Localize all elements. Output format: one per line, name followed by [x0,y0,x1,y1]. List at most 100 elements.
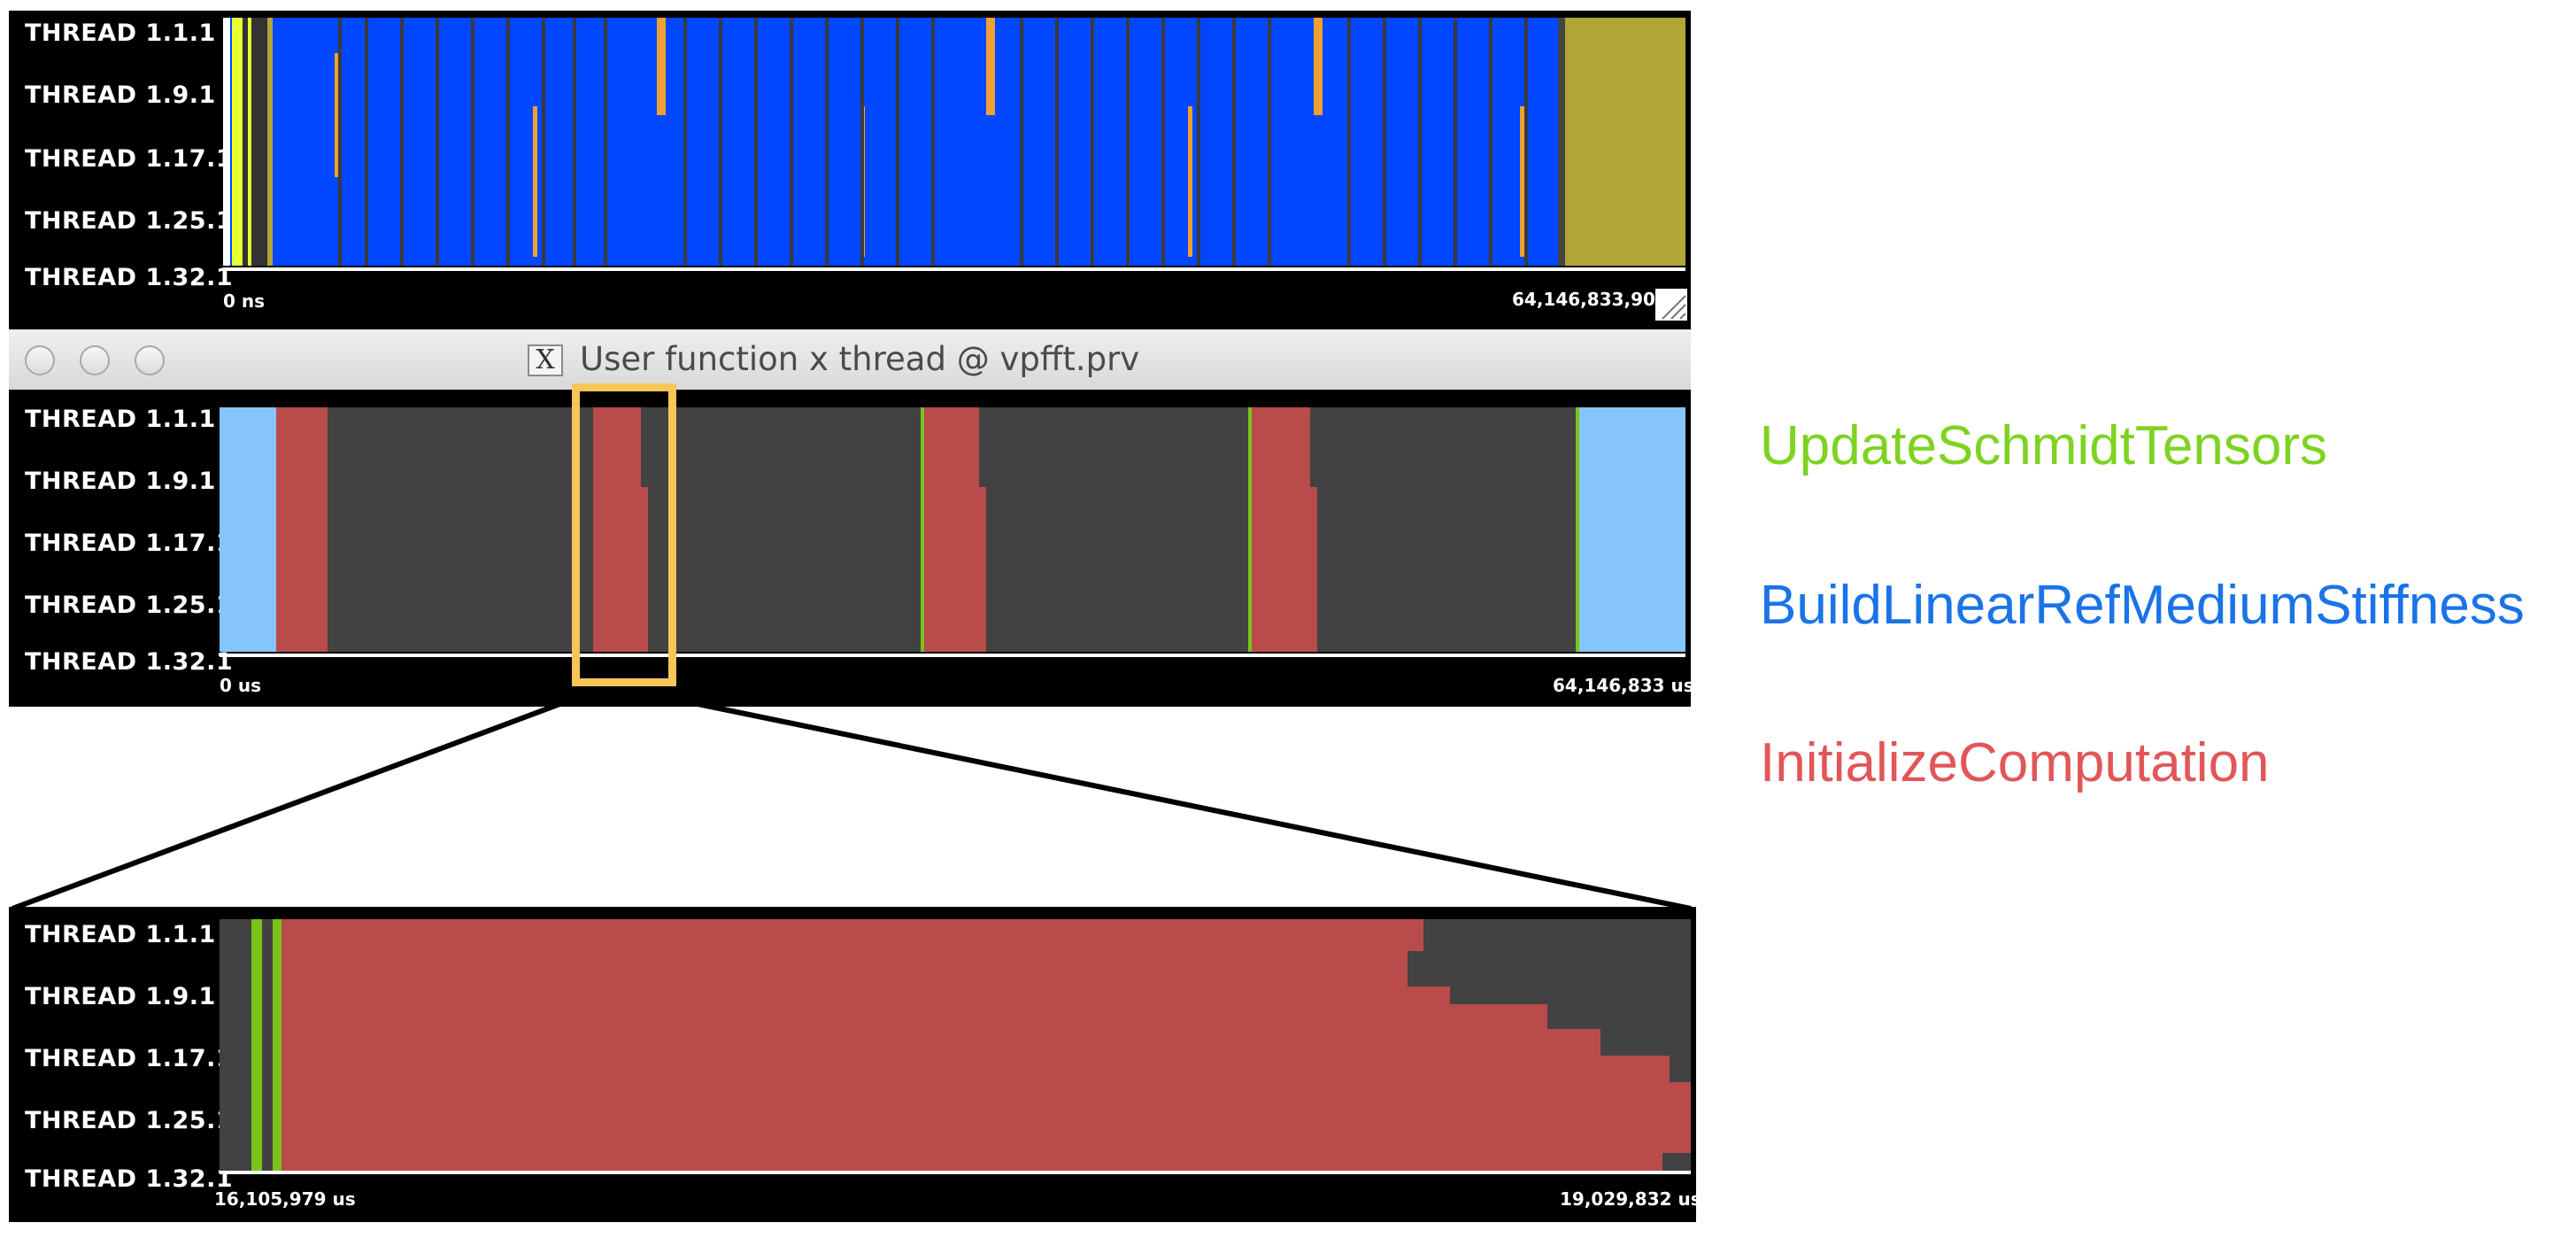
window-close-button[interactable] [25,345,55,375]
window-titlebar[interactable]: X User function x thread @ vpfft.prv [9,329,1691,391]
thread-label-5: THREAD 1.32.1 [25,1165,234,1193]
separator-line [896,18,899,266]
thread-label-1: THREAD 1.1.1 [25,19,216,47]
segment-green-line [921,407,924,652]
legend-update-schmidt-tensors: UpdateSchmidtTensors [1760,415,2327,476]
separator-line [1418,18,1422,266]
thread-label-1: THREAD 1.1.1 [25,406,216,433]
segment-red [282,987,1450,1004]
separator-line [1454,18,1457,266]
top-timeline-plot[interactable] [223,18,1685,266]
window-zoom-button[interactable] [135,345,165,375]
segment-grey [1558,18,1565,266]
thread-label-4: THREAD 1.25.1 [25,1107,234,1134]
segment-yellow [232,18,243,266]
x11-icon: X [528,344,563,376]
separator-line [683,18,687,266]
separator-line [1161,18,1165,266]
thread-label-2: THREAD 1.9.1 [25,81,216,109]
segment-red [282,1153,1662,1171]
segment-orange [1314,18,1323,115]
separator-line [436,18,439,266]
segment-red [282,951,1408,987]
separator-line [400,18,404,266]
separator-line [365,18,368,266]
thread-label-5: THREAD 1.32.1 [25,264,234,291]
segment-red [282,919,1423,951]
segment-lightblue [1579,407,1685,652]
top-timeline-panel: THREAD 1.1.1 THREAD 1.9.1 THREAD 1.17.1 … [9,11,1691,329]
segment-red [593,407,641,487]
middle-timeline-panel: THREAD 1.1.1 THREAD 1.9.1 THREAD 1.17.1 … [9,390,1694,707]
separator-line [790,18,793,266]
thread-label-3: THREAD 1.17.1 [25,530,234,557]
resize-grip-icon[interactable] [1655,289,1687,321]
top-axis-line [223,267,1685,271]
separator-line [1524,18,1528,266]
segment-green [273,919,282,1171]
middle-timeline-plot[interactable] [220,407,1685,652]
bottom-axis-end-label: 19,029,832 us [1560,1188,1701,1210]
thread-label-2: THREAD 1.9.1 [25,468,216,495]
segment-olive [1564,18,1685,266]
middle-axis-end-label: 64,146,833 us [1553,675,1694,696]
legend-initialize-computation: InitializeComputation [1760,732,2270,793]
thread-label-3: THREAD 1.17.1 [25,145,234,173]
separator-line [719,18,722,266]
segment-red [593,487,648,652]
segment-orange [986,18,995,115]
segment-orange [657,18,666,115]
top-axis-end-label: 64,146,833,908 [1512,289,1668,310]
segment-green-line [1248,407,1252,652]
separator-line [931,18,935,266]
zoom-selection-box[interactable] [572,383,676,686]
window-title: User function x thread @ vpfft.prv [580,340,1140,378]
separator-line [1489,18,1492,266]
thread-label-4: THREAD 1.25.1 [25,592,234,619]
segment-orange [533,106,537,257]
thread-label-3: THREAD 1.17.1 [25,1045,234,1072]
segment-yellow [248,18,251,266]
separator-line [754,18,758,266]
separator-line [471,18,474,266]
window-minimize-button[interactable] [80,345,110,375]
separator-line [338,18,342,266]
segment-olive-line [267,18,273,266]
segment-red [282,1004,1547,1029]
separator-line [506,18,510,266]
thread-label-1: THREAD 1.1.1 [25,921,216,948]
segment-grey [243,18,267,266]
segment-green [251,919,262,1171]
bottom-axis-line [220,1171,1691,1174]
legend-build-linear-ref-medium-stiffness: BuildLinearRefMediumStiffness [1760,575,2525,636]
segment-red [282,1056,1670,1082]
thread-label-4: THREAD 1.25.1 [25,207,234,235]
separator-line [1268,18,1271,266]
segment-lightblue [220,407,276,652]
segment-red [282,1029,1600,1056]
bottom-axis-start-label: 16,105,979 us [214,1188,356,1210]
segment-red [1252,487,1317,652]
segment-red [924,487,986,652]
middle-axis-start-label: 0 us [220,675,262,696]
thread-label-5: THREAD 1.32.1 [25,648,234,676]
top-axis-start-label: 0 ns [223,290,266,312]
segment-orange [1188,106,1192,257]
separator-line [604,18,607,266]
separator-line [1347,18,1351,266]
separator-line [1020,18,1023,266]
separator-line [1055,18,1059,266]
separator-line [1232,18,1236,266]
segment-orange [1520,106,1524,257]
separator-line [860,18,864,266]
separator-line [542,18,545,266]
segment-red [276,407,328,652]
segment-red [282,1082,1691,1153]
bottom-timeline-plot[interactable] [220,919,1691,1171]
segment-green-line [1576,407,1579,652]
segment-white [223,18,230,266]
separator-line [573,18,576,266]
separator-line [1126,18,1130,266]
thread-label-2: THREAD 1.9.1 [25,983,216,1010]
